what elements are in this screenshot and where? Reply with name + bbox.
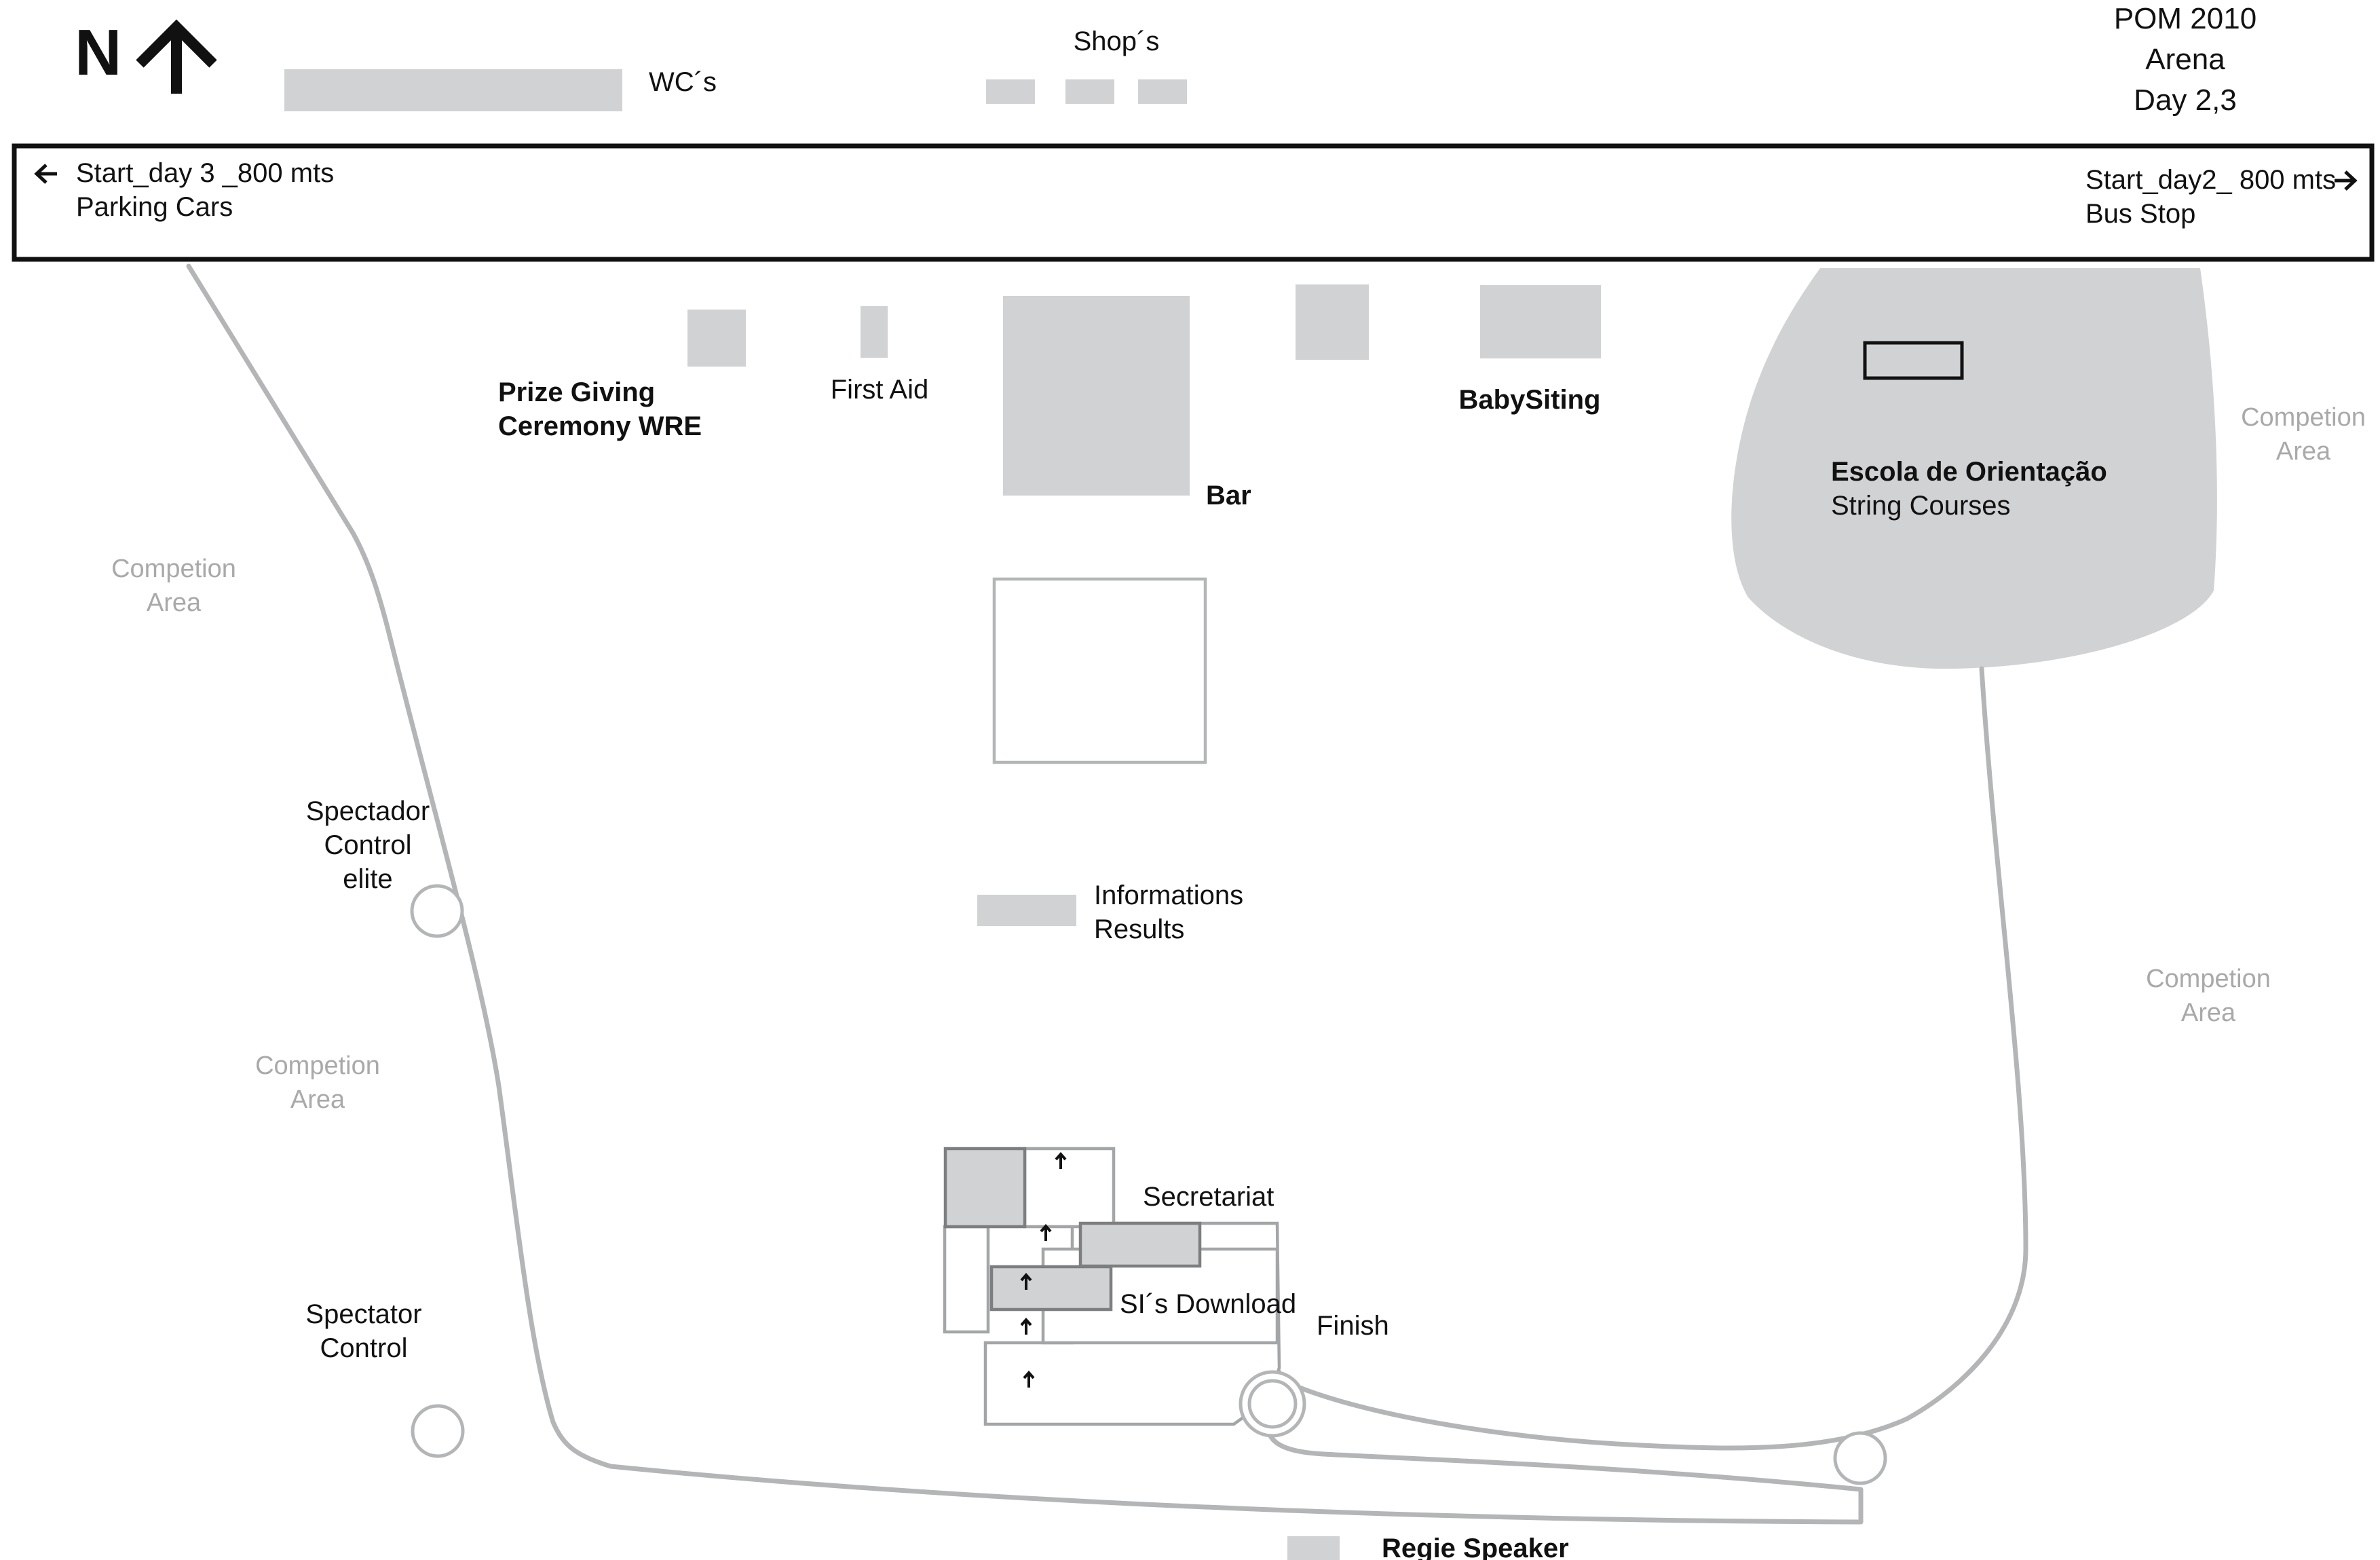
si-download-label: SI´s Download [1120,1289,1296,1319]
svg-text:Competion: Competion [111,555,236,583]
si-download-building [989,1265,1113,1312]
map-title: POM 2010 Arena Day 2,3 [2114,2,2256,117]
svg-text:Area: Area [290,1085,345,1114]
shop-building [986,79,1035,104]
spectator-control-elite-circle [410,884,464,938]
route-right [1273,666,2028,1451]
competition-area-label: Competion Area [111,555,236,617]
escola-area [1731,268,2217,669]
first-aid-label: First Aid [831,375,928,405]
wc-building [284,69,622,111]
babysitting-label: BabySiting [1459,385,1601,415]
finish-label: Finish [1317,1311,1389,1341]
arrow-up-icon [1020,1272,1032,1290]
regie-speaker-building [1287,1536,1340,1560]
arrow-right-icon [2335,170,2358,191]
spectator-elite-label-1: Spectador [306,796,430,826]
informations-label-1: Informations [1094,880,1243,910]
prize-giving-building [687,310,746,367]
arrow-up-icon [1023,1370,1035,1388]
road-start-day3: Start_day 3 _800 mts Parking Cars [34,158,334,222]
road-right-line-2: Bus Stop [2085,199,2195,229]
svg-text:Area: Area [2276,437,2331,466]
prize-giving-label-2: Ceremony WRE [498,411,702,441]
north-letter: N [75,16,121,89]
north-arrow-icon [136,19,217,94]
spectator-elite-label-3: elite [343,864,392,894]
escola-tent [1863,341,1964,380]
competition-area-label: Competion Area [255,1052,380,1114]
arrow-up-icon [1040,1223,1052,1241]
road-right-line-1: Start_day2_ 800 mts [2085,165,2336,195]
finish-control-inner [1247,1379,1298,1429]
wc-label: WC´s [649,67,717,97]
route-control-circle [1833,1431,1887,1485]
svg-text:Area: Area [2181,999,2236,1027]
arrow-up-icon [1055,1151,1067,1169]
spectator-control-circle [411,1404,465,1458]
spectator-elite-label-2: Control [324,830,412,860]
bar-building [1003,296,1190,496]
secretariat-box [1023,1147,1116,1229]
first-aid-building [861,306,888,358]
informations-label-2: Results [1094,914,1184,944]
shop-building [1065,79,1114,104]
arrow-up-icon [1020,1317,1032,1335]
secretariat-building [943,1147,1027,1229]
title-line-2: Arena [2145,43,2225,76]
access-road [12,143,2375,262]
svg-text:Competion: Competion [2146,965,2271,993]
road-left-line-2: Parking Cars [76,192,233,222]
spectator-control-label-1: Spectator [305,1299,421,1329]
road-left-line-1: Start_day 3 _800 mts [76,158,334,188]
spectator-control-label-2: Control [320,1333,408,1363]
secretariat-desk [1078,1221,1202,1268]
bar-label: Bar [1206,481,1251,510]
svg-text:Area: Area [147,589,202,617]
title-line-1: POM 2010 [2114,2,2256,35]
shops-label: Shop´s [1074,26,1160,56]
north-indicator: N [75,16,217,94]
title-line-3: Day 2,3 [2134,83,2237,117]
arrow-left-icon [34,164,57,184]
open-square [992,577,1207,764]
competition-area-label: Competion Area [2146,965,2271,1027]
escola-label-2: String Courses [1831,491,2011,521]
prize-giving-label-1: Prize Giving [498,377,655,407]
shop-building [1138,79,1187,104]
route-left [186,263,1864,1525]
secretariat-label: Secretariat [1143,1182,1274,1212]
informations-building [977,895,1076,926]
regie-speaker-label: Regie Speaker [1382,1534,1569,1560]
finish-complex [943,1147,1306,1438]
svg-text:Competion: Competion [2241,403,2366,432]
escola-label-1: Escola de Orientação [1831,457,2107,487]
babysitting-building [1480,285,1601,358]
facility-building [1296,284,1369,360]
competition-area-label: Competion Area [2241,403,2366,466]
finish-side-pen [943,1225,990,1334]
svg-text:Competion: Competion [255,1052,380,1080]
road-start-day2: Start_day2_ 800 mts Bus Stop [2085,165,2358,229]
